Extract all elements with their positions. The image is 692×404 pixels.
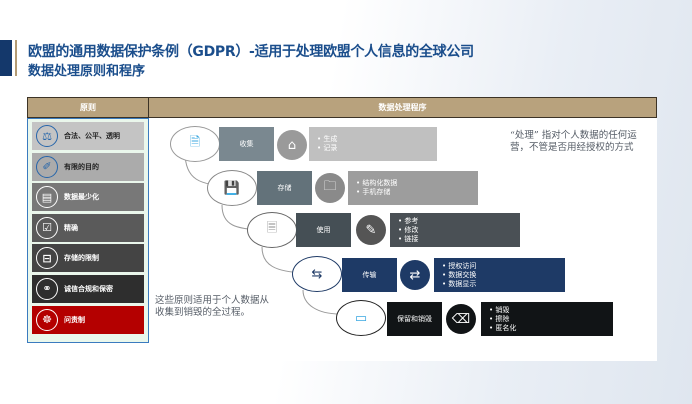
step-use-label: 使用 — [296, 213, 351, 247]
principle-label: 合法、公平、透明 — [64, 132, 120, 140]
ship-wheel-icon: ☸ — [36, 308, 58, 331]
principles-scope-note: 这些原则适用于个人数据从收集到销毁的全过程。 — [155, 295, 270, 318]
inbox-tray-icon: ⌂ — [277, 130, 307, 160]
processing-definition-note: “处理” 指对个人数据的任何运营，不管是否用经授权的方式 — [510, 130, 637, 153]
pushpin-icon: ✐ — [36, 155, 58, 178]
step-transfer-label: 传输 — [342, 258, 397, 292]
page-subtitle: 数据处理原则和程序 — [28, 64, 146, 79]
step-retain-destroy-details: 销毁 擦除 匿名化 — [481, 302, 613, 336]
principle-label: 数据最少化 — [64, 193, 99, 202]
step-store-label: 存储 — [257, 171, 312, 205]
principle-lawful-fair-transparent: ⚖ 合法、公平、透明 — [32, 122, 144, 150]
documents-icon: ▤ — [36, 186, 58, 209]
transfer-documents-circle: ⇆ — [292, 256, 342, 292]
principle-label: 问责制 — [64, 315, 85, 324]
principle-label: 精确 — [64, 223, 78, 232]
step-store-details: 结构化数据 手机存储 — [348, 171, 478, 205]
scales-icon: ⚖ — [36, 125, 58, 147]
principle-storage-limitation: ⊟ 存储的限制 — [32, 244, 144, 273]
storage-tray-icon: ⊟ — [36, 247, 58, 270]
folder-icon: 🗀 — [315, 173, 345, 203]
principle-label: 存储的限制 — [64, 254, 99, 263]
checkbox-icon: ☑ — [36, 216, 58, 239]
principle-label: 诚信合规和保密 — [64, 284, 113, 293]
use-document-circle: 🗏 — [247, 212, 297, 248]
step-collect-details: 生成 记录 — [309, 127, 437, 161]
step-use-details: 参考 修改 链接 — [390, 213, 520, 247]
principle-data-minimization: ▤ 数据最少化 — [32, 183, 144, 212]
collect-documents-circle: 🗎 — [170, 126, 220, 162]
step-collect-label: 收集 — [219, 127, 274, 161]
exchange-arrows-icon: ⇄ — [400, 260, 430, 290]
step-retain-destroy-label: 保留和销毁 — [387, 302, 442, 336]
principle-limited-purpose: ✐ 有限的目的 — [32, 152, 144, 181]
title-accent-bar — [0, 40, 12, 76]
principles-list: ⚖ 合法、公平、透明 ✐ 有限的目的 ▤ 数据最少化 ☑ 精确 ⊟ 存储的限制 … — [27, 118, 149, 343]
archive-box-circle: ▭ — [336, 300, 386, 336]
principles-header: 原则 — [27, 97, 149, 118]
storage-disk-circle: 💾 — [207, 170, 257, 206]
edit-document-icon: ✎ — [356, 215, 386, 245]
principle-accountability: ☸ 问责制 — [32, 305, 144, 334]
step-transfer-details: 授权访问 数据交换 数据显示 — [434, 258, 565, 292]
procedures-header: 数据处理程序 — [148, 97, 657, 118]
eraser-icon: ⌫ — [446, 304, 476, 334]
principle-integrity-confidentiality: ⚭ 诚信合规和保密 — [32, 274, 144, 303]
principle-label: 有限的目的 — [64, 162, 99, 171]
handshake-icon: ⚭ — [36, 277, 58, 300]
principle-accuracy: ☑ 精确 — [32, 213, 144, 242]
title-accent-line — [15, 40, 17, 76]
page-title: 欧盟的通用数据保护条例（GDPR）-适用于处理欧盟个人信息的全球公司 — [28, 44, 474, 60]
